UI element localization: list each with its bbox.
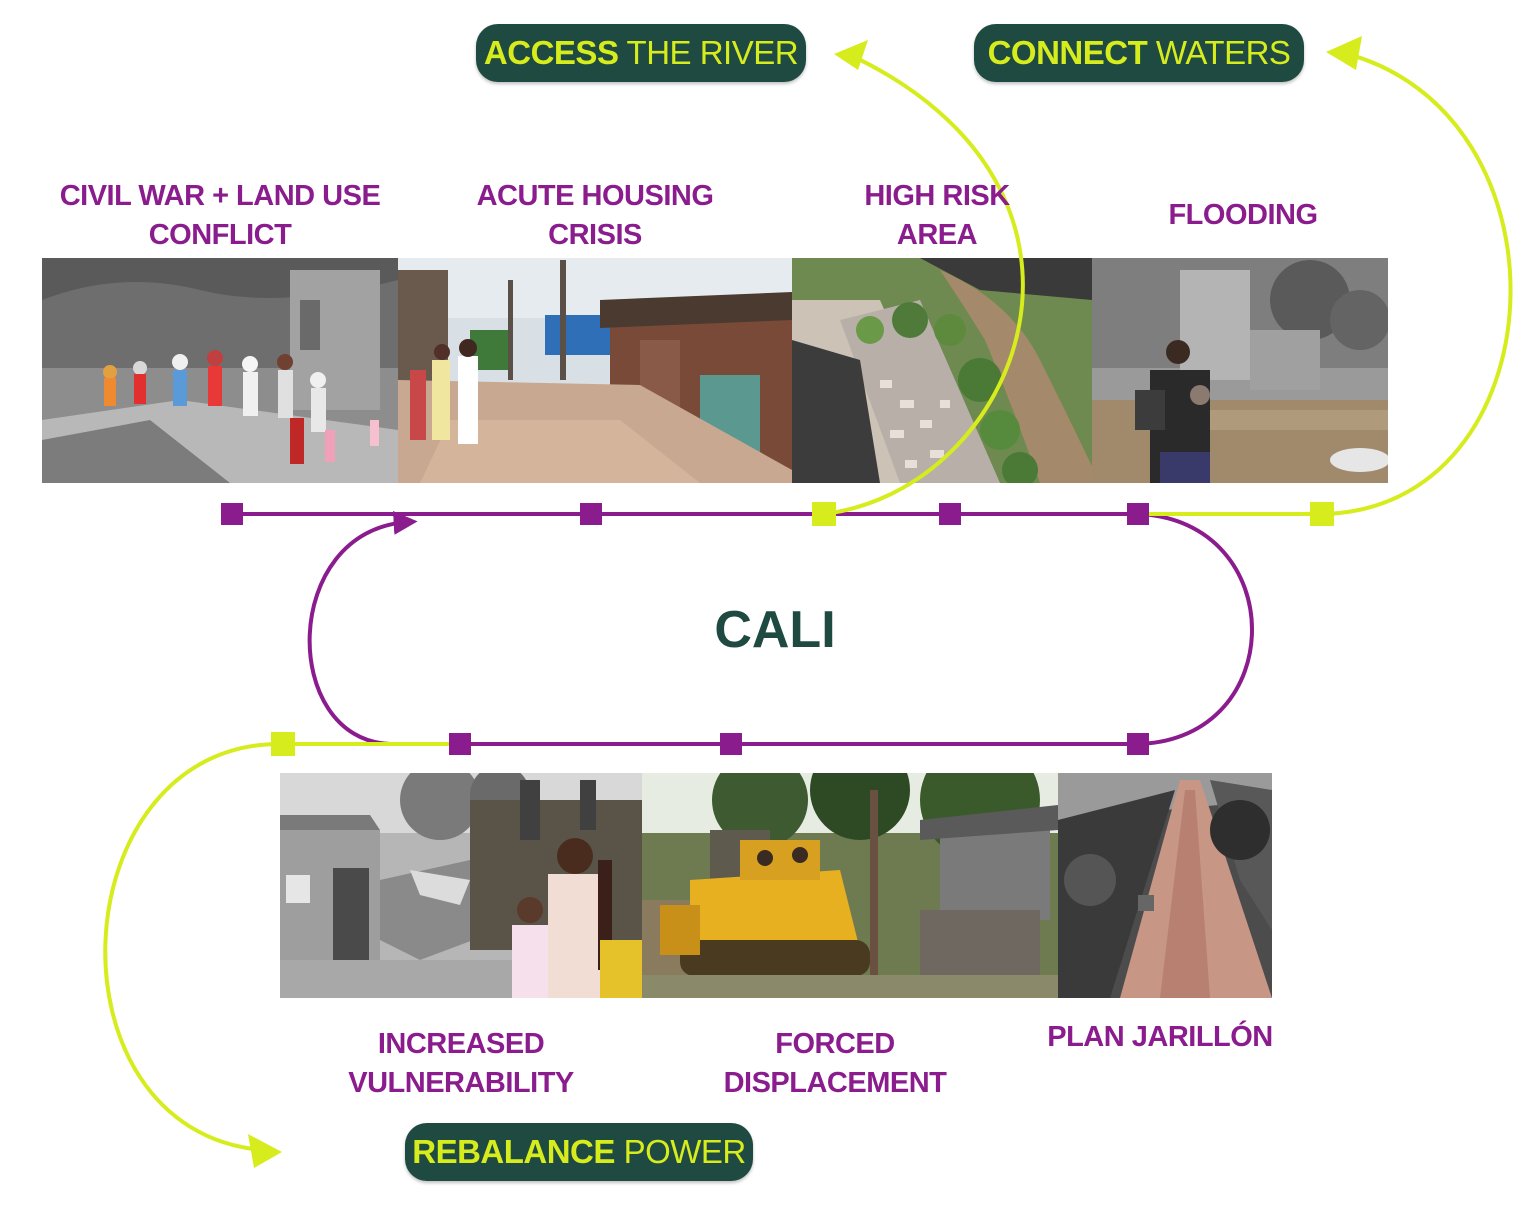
access-river-arrowhead [834, 40, 868, 70]
connect-light: WATERS [1155, 34, 1291, 71]
rebalance-strong: REBALANCE [412, 1133, 615, 1170]
node-civil-war [221, 503, 243, 525]
stage-civil-war-line1: CIVIL WAR + LAND USE [59, 180, 381, 212]
displacement-photo [642, 773, 1058, 998]
node-high-risk [939, 503, 961, 525]
node-displacement [720, 733, 742, 755]
stage-jarillon-line1: PLAN JARILLÓN [1047, 1021, 1273, 1053]
access-light: THE RIVER [626, 34, 799, 71]
stage-vulnerability-line1: INCREASED [377, 1028, 545, 1060]
stage-civil-war-line2: CONFLICT [148, 219, 292, 251]
rebalance-power-connector [103, 741, 460, 1152]
stage-vulnerability-label: INCREASED VULNERABILITY [320, 1025, 602, 1103]
connect-strong: CONNECT [987, 34, 1148, 71]
stage-displacement-line2: DISPLACEMENT [723, 1067, 947, 1099]
rebalance-light: POWER [623, 1133, 747, 1170]
stage-civil-war-label: CIVIL WAR + LAND USE CONFLICT [40, 177, 400, 255]
stage-flooding-label: FLOODING [1130, 196, 1356, 235]
high-risk-photo [792, 258, 1092, 483]
stage-housing-line1: ACUTE HOUSING [476, 180, 714, 212]
flooding-photo [1092, 258, 1388, 483]
housing-crisis-photo [398, 258, 792, 483]
city-title: CALI [714, 601, 836, 659]
stage-vulnerability-line2: VULNERABILITY [348, 1067, 574, 1099]
connect-waters-connector [1138, 50, 1513, 516]
vulnerability-photo [280, 773, 642, 998]
node-rebalance-power [271, 732, 295, 756]
node-access-river [812, 502, 836, 526]
node-jarillon [1127, 733, 1149, 755]
stage-flooding-line1: FLOODING [1168, 199, 1318, 231]
stage-displacement-label: FORCED DISPLACEMENT [700, 1025, 970, 1103]
rebalance-power-arrowhead [248, 1134, 282, 1168]
jarillon-photo [1058, 773, 1272, 998]
stage-housing-label: ACUTE HOUSING CRISIS [440, 177, 750, 255]
node-connect-waters [1310, 502, 1334, 526]
node-flooding [1127, 503, 1149, 525]
node-housing-crisis [580, 503, 602, 525]
rebalance-power-pill: REBALANCE POWER [405, 1123, 753, 1181]
node-vulnerability [449, 733, 471, 755]
stage-housing-line2: CRISIS [548, 219, 642, 251]
stage-jarillon-label: PLAN JARILLÓN [1030, 1018, 1290, 1057]
access-river-connector [823, 52, 1025, 516]
stage-high-risk-label: HIGH RISK AREA [820, 177, 1054, 255]
civil-war-photo [42, 258, 398, 483]
access-strong: ACCESS [483, 34, 619, 71]
stage-displacement-line1: FORCED [775, 1028, 895, 1060]
stage-high-risk-line2: AREA [896, 219, 978, 251]
connect-waters-pill: CONNECT WATERS [974, 24, 1304, 82]
access-the-river-pill: ACCESS THE RIVER [476, 24, 806, 82]
connect-waters-arrowhead [1326, 36, 1362, 70]
stage-high-risk-line1: HIGH RISK [864, 180, 1010, 212]
